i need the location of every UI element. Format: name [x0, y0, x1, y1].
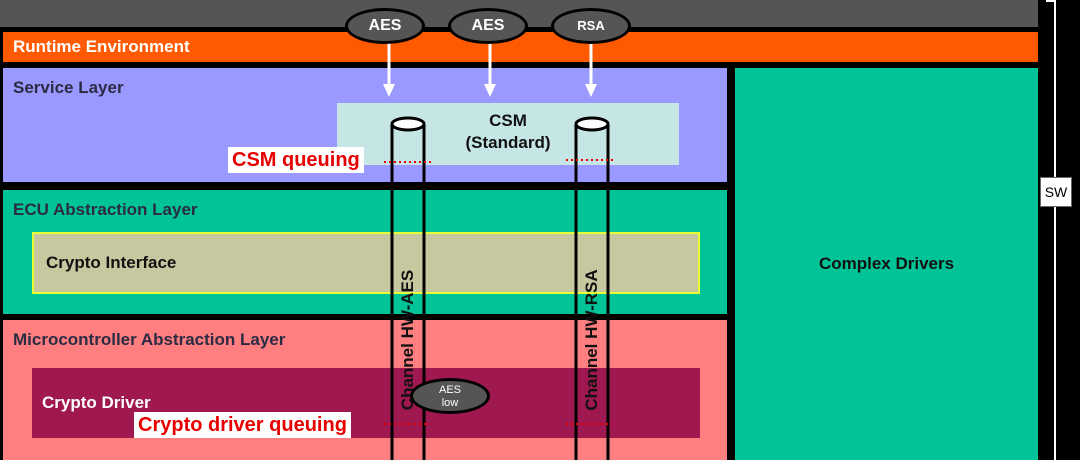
badge-aes-1: AES [345, 8, 425, 44]
channel-rsa-top [574, 116, 610, 132]
channel-aes-top [390, 116, 426, 132]
service-layer-title: Service Layer [13, 78, 124, 97]
badge-aes-low-line2: low [441, 397, 459, 409]
badge-aes-low-line1: AES [438, 384, 461, 396]
sw-boundary-line [1054, 0, 1056, 460]
complex-drivers-label: Complex Drivers [818, 254, 955, 273]
sw-label: SW [1040, 177, 1072, 207]
channel-rsa-label: Channel HW-RSA [582, 269, 601, 411]
badge-rsa: RSA [551, 8, 631, 44]
complex-drivers-box: Complex Drivers [735, 68, 1038, 460]
badge-aes-low: AES low [410, 378, 490, 414]
csm-label: CSM (Standard) [337, 110, 679, 154]
arrow-rsa-head [585, 84, 597, 97]
crypto-driver-queuing-label: Crypto driver queuing [134, 412, 351, 438]
arrow-aes2-head [484, 84, 496, 97]
mcal-layer-title: Microcontroller Abstraction Layer [13, 330, 286, 349]
runtime-environment-bar: Runtime Environment [3, 32, 1038, 62]
ecu-layer-title: ECU Abstraction Layer [13, 200, 198, 219]
csm-box [337, 103, 679, 165]
csm-label-line2: (Standard) [465, 133, 551, 152]
badge-aes-2: AES [448, 8, 528, 44]
csm-queuing-label: CSM queuing [228, 147, 364, 173]
arrow-aes1-head [383, 84, 395, 97]
csm-label-line1: CSM [489, 111, 527, 130]
crypto-interface-box: Crypto Interface [32, 232, 700, 294]
crypto-driver-box: Crypto Driver [32, 368, 700, 438]
sw-boundary-tick [1046, 0, 1056, 2]
